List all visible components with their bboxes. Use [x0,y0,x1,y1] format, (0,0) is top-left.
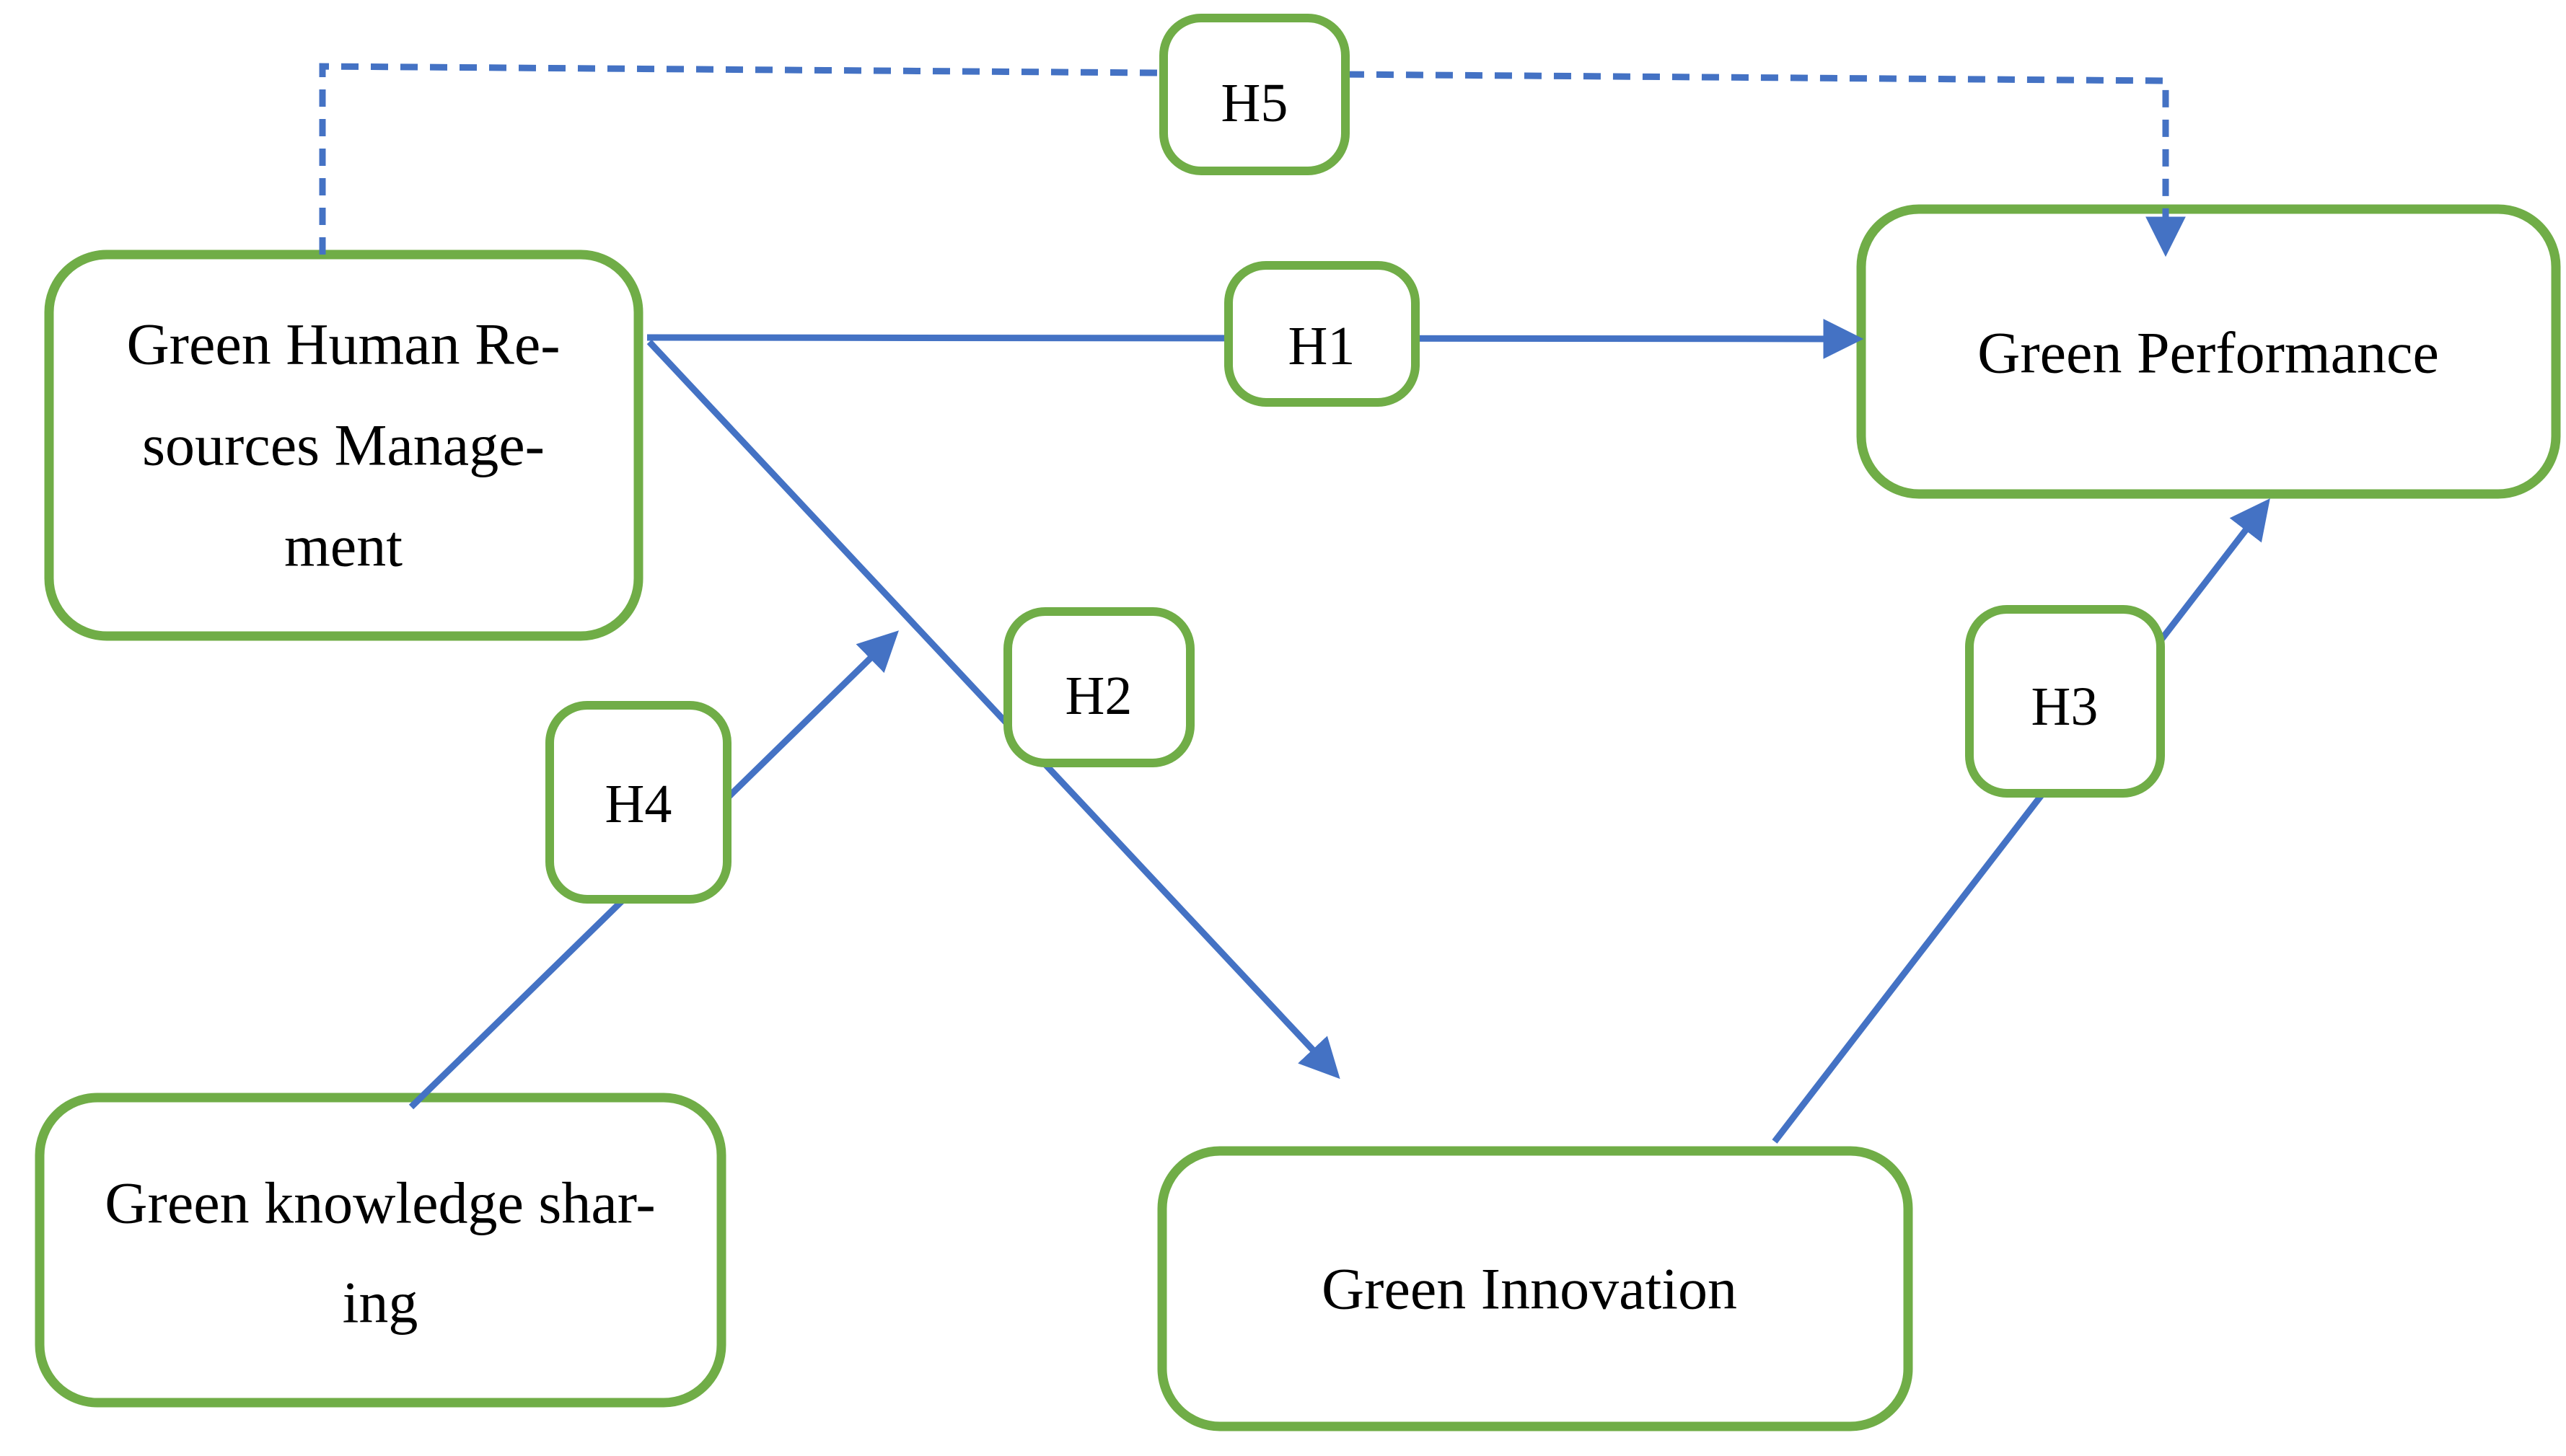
h5-label-box [1159,14,1350,175]
h2-label-box [1003,607,1195,767]
node-ghrm [44,250,643,641]
arrow-h2 [646,339,1340,1080]
green-performance-label: Green Performance [1977,320,2439,386]
green-knowledge-sharing-label-line1: Green knowledge shar- [105,1170,655,1236]
green-innovation-label: Green Innovation [1322,1256,1737,1322]
h5-label: H5 [1221,73,1288,133]
h1-label: H1 [1288,316,1356,376]
h3-label-box [1965,605,2165,798]
h1-label-box [1224,261,1420,407]
h4-label-box [545,701,731,904]
h3-label: H3 [2031,676,2099,737]
ghrm-label-line1: Green Human Re- [126,312,560,377]
node-green-innovation [1157,1146,1913,1431]
ghrm-label-line2: sources Manage- [142,412,545,478]
h2-label: H2 [1065,666,1133,726]
green-knowledge-sharing-label-line2: ing [343,1270,418,1336]
node-green-knowledge-sharing [35,1093,726,1408]
ghrm-label-line3: ment [284,513,403,579]
arrow-h3 [1772,498,2270,1144]
h4-label: H4 [605,774,672,834]
